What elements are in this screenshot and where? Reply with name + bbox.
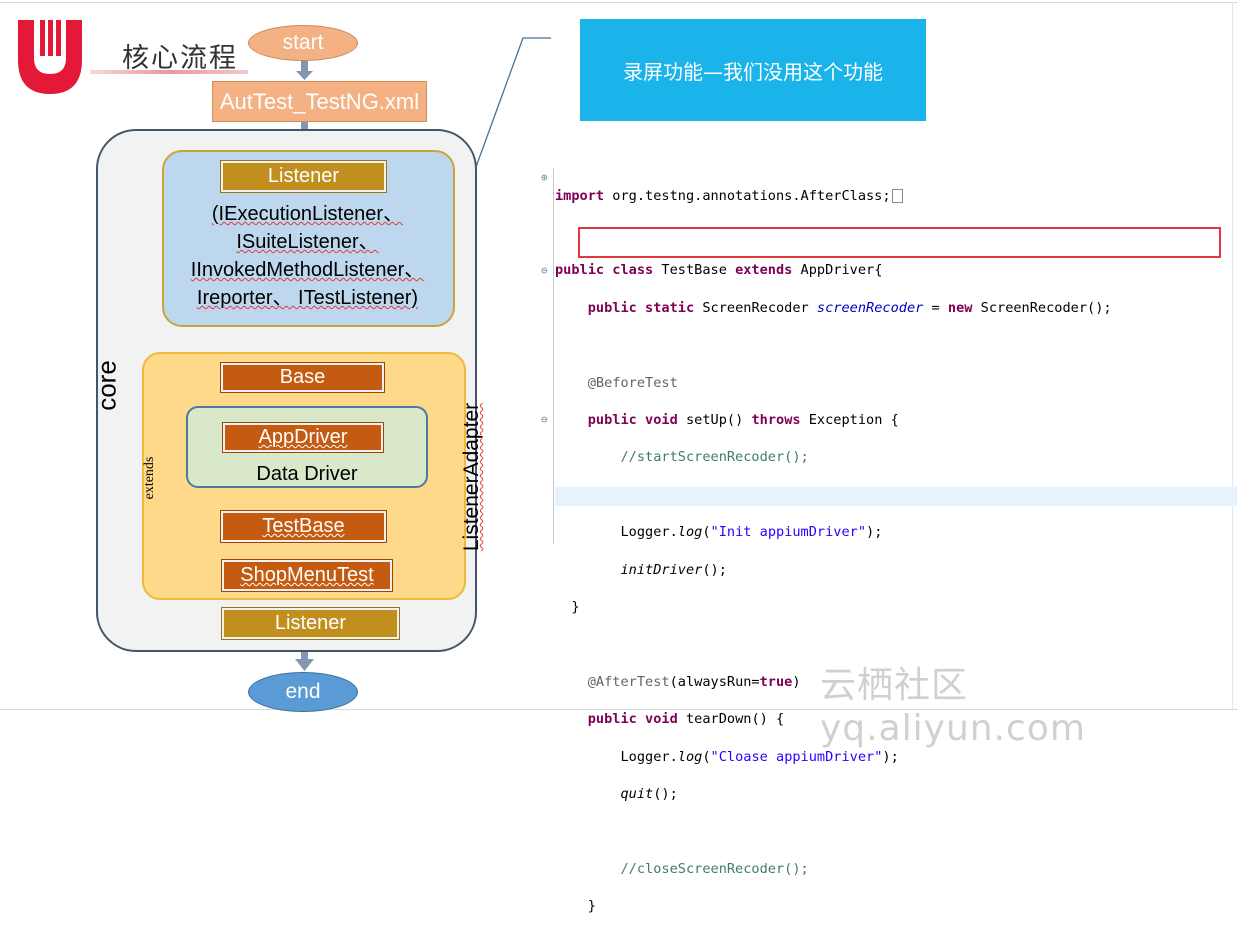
collapse-settup-icon[interactable]: ⊖ [541, 264, 548, 277]
code-line-initdriver: initDriver(); [555, 561, 1112, 580]
fold-marker-icon[interactable] [891, 188, 903, 203]
code-token: } [587, 898, 596, 915]
code-token: //closeScreenRecoder(); [620, 860, 809, 877]
code-line-aftertest: @AfterTest(alwaysRun=true) [555, 673, 1112, 692]
code-editor: import org.testng.annotations.AfterClass… [555, 168, 1112, 935]
code-token: public class [555, 262, 654, 279]
code-line-brace2: } [555, 897, 1112, 916]
code-line-setup: public void setUp() throws Exception { [555, 411, 1112, 430]
listener-line-1: (IExecutionListener、 [211, 203, 404, 225]
appdriver-node: AppDriver [222, 422, 384, 453]
code-line-beforetest: @BeforeTest [555, 374, 1112, 393]
code-line-blank [555, 336, 1112, 355]
base-node: Base [220, 362, 385, 393]
code-token: log [677, 524, 703, 541]
code-token: ); [866, 524, 883, 541]
code-token: quit [620, 785, 654, 802]
listener-bottom-node: Listener [221, 607, 400, 640]
code-token: //startScreenRecoder(); [620, 449, 809, 466]
code-token: "Init appiumDriver" [710, 524, 867, 541]
code-token: (); [653, 785, 678, 802]
code-line-blank [555, 486, 1112, 505]
start-node: start [248, 25, 358, 61]
code-token: @BeforeTest [587, 374, 678, 391]
code-token: new [947, 299, 973, 316]
core-label: core [91, 360, 122, 411]
code-gutter [553, 168, 554, 544]
page-title: 核心流程 [122, 43, 238, 74]
code-line-brace: } [555, 598, 1112, 617]
code-token: ) [792, 673, 801, 690]
listener-line-2: ISuiteListener、 [236, 231, 379, 253]
code-token: initDriver [620, 561, 703, 578]
highlight-box [578, 227, 1221, 258]
appdriver-label: AppDriver [258, 426, 348, 448]
code-token: @AfterTest [587, 673, 670, 690]
listener-line-3: IInvokedMethodListener、 [190, 259, 425, 281]
collapse-teardown-icon[interactable]: ⊖ [541, 413, 548, 426]
expand-import-icon[interactable]: ⊕ [541, 171, 548, 184]
code-token: public void [587, 412, 678, 429]
listener-top-node: Listener [220, 160, 387, 193]
listener-adapter-text: ListenerAdapter [460, 402, 483, 552]
code-line-comment2: //closeScreenRecoder(); [555, 860, 1112, 879]
code-token: Logger. [620, 524, 678, 541]
listener-interfaces: (IExecutionListener、 ISuiteListener、 IIn… [166, 200, 449, 312]
code-token: } [571, 599, 580, 615]
code-line-import: import org.testng.annotations.AfterClass… [555, 187, 1112, 206]
code-token: setUp() [677, 412, 752, 429]
code-token: import [555, 187, 605, 204]
watermark: 云栖社区 yq.aliyun.com [820, 665, 1086, 749]
code-line-blank [555, 224, 1112, 243]
code-line-blank [555, 822, 1112, 841]
fork-logo-icon [18, 20, 82, 94]
testng-xml-node: AutTest_TestNG.xml [212, 81, 427, 122]
code-line-class: public class TestBase extends AppDriver{ [555, 261, 1112, 280]
code-token: org.testng.annotations.AfterClass; [604, 187, 891, 204]
shopmenutest-label: ShopMenuTest [240, 564, 374, 586]
code-token: true [759, 673, 793, 690]
code-line-blank [555, 635, 1112, 654]
title-underline [90, 70, 248, 74]
code-token: Logger. [620, 748, 678, 765]
recording-banner: 录屏功能—我们没用这个功能 [580, 19, 926, 121]
code-token: AppDriver{ [792, 262, 883, 279]
shopmenutest-node: ShopMenuTest [221, 559, 393, 592]
code-line-comment: //startScreenRecoder(); [555, 448, 1112, 467]
listener-line-4: Ireporter、 ITestListener) [196, 287, 419, 309]
code-token: ); [882, 748, 899, 765]
code-token: ( [702, 524, 711, 541]
right-border [1232, 2, 1233, 709]
code-token: "Cloase appiumDriver" [710, 748, 883, 765]
code-token: extends [735, 262, 793, 279]
code-line-log2: Logger.log("Cloase appiumDriver"); [555, 748, 1112, 767]
code-token: public static [587, 299, 695, 316]
code-token: ScreenRecoder [694, 299, 817, 316]
code-token: public void [587, 711, 678, 728]
code-token: = [923, 299, 948, 316]
testbase-label: TestBase [262, 515, 345, 537]
end-node: end [248, 672, 358, 712]
code-line-log1: Logger.log("Init appiumDriver"); [555, 523, 1112, 542]
bottom-border [0, 709, 1238, 710]
code-line-quit: quit(); [555, 785, 1112, 804]
testbase-node: TestBase [220, 510, 387, 543]
listener-adapter-label: ListenerAdapter [460, 392, 484, 562]
code-token: screenRecoder [816, 299, 924, 316]
code-token: (alwaysRun= [669, 673, 760, 690]
top-border [0, 2, 1238, 3]
code-token: log [677, 748, 703, 765]
code-line-field: public static ScreenRecoder screenRecode… [555, 299, 1112, 318]
code-token: ScreenRecoder(); [972, 299, 1112, 316]
code-token: tearDown() { [677, 711, 785, 728]
extends-label: extends [142, 456, 157, 500]
code-token: (); [702, 561, 727, 578]
current-line-highlight [555, 487, 1237, 506]
code-token: ( [702, 748, 711, 765]
code-token: TestBase [653, 262, 736, 279]
data-driver-label: Data Driver [256, 463, 358, 485]
code-token: Exception { [800, 412, 899, 429]
code-token: throws [751, 412, 801, 429]
